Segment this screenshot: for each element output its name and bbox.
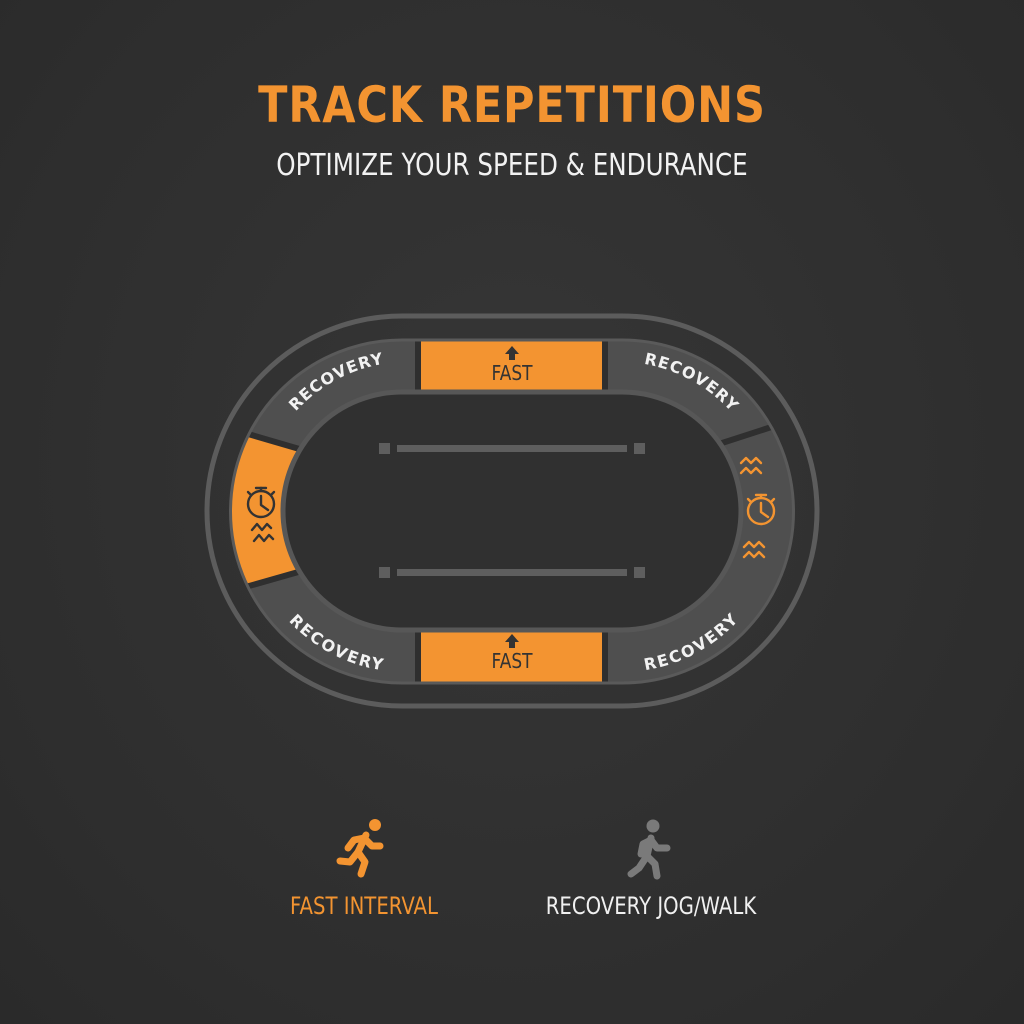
infield-markers [379,443,645,578]
page-subtitle: OPTIMIZE YOUR SPEED & ENDURANCE [276,148,748,183]
stopwatch-icon [246,486,276,519]
legend-fast-interval: FAST INTERVAL [264,818,464,920]
outer-ring [204,313,820,709]
inner-ring [280,389,744,633]
legend-recovery: RECOVERY JOG/WALK [516,818,786,920]
walker-icon [627,819,671,880]
page-title: TRACK REPETITIONS [258,76,766,134]
bottom-fast-label-group: FAST [491,634,533,673]
arrow-up-icon [505,634,519,648]
legend-recovery-label: RECOVERY JOG/WALK [545,892,757,920]
wave-icon [739,456,763,475]
legend-fast-label: FAST INTERVAL [290,892,438,920]
arrow-up-icon [505,346,519,360]
runner-icon [336,819,384,878]
stopwatch-icon [746,493,776,526]
wave-icon [250,522,275,543]
wave-icon [742,540,766,559]
top-fast-label-group: FAST [491,346,533,385]
top-fast-label: FAST [491,363,533,386]
bottom-fast-label: FAST [491,651,533,674]
